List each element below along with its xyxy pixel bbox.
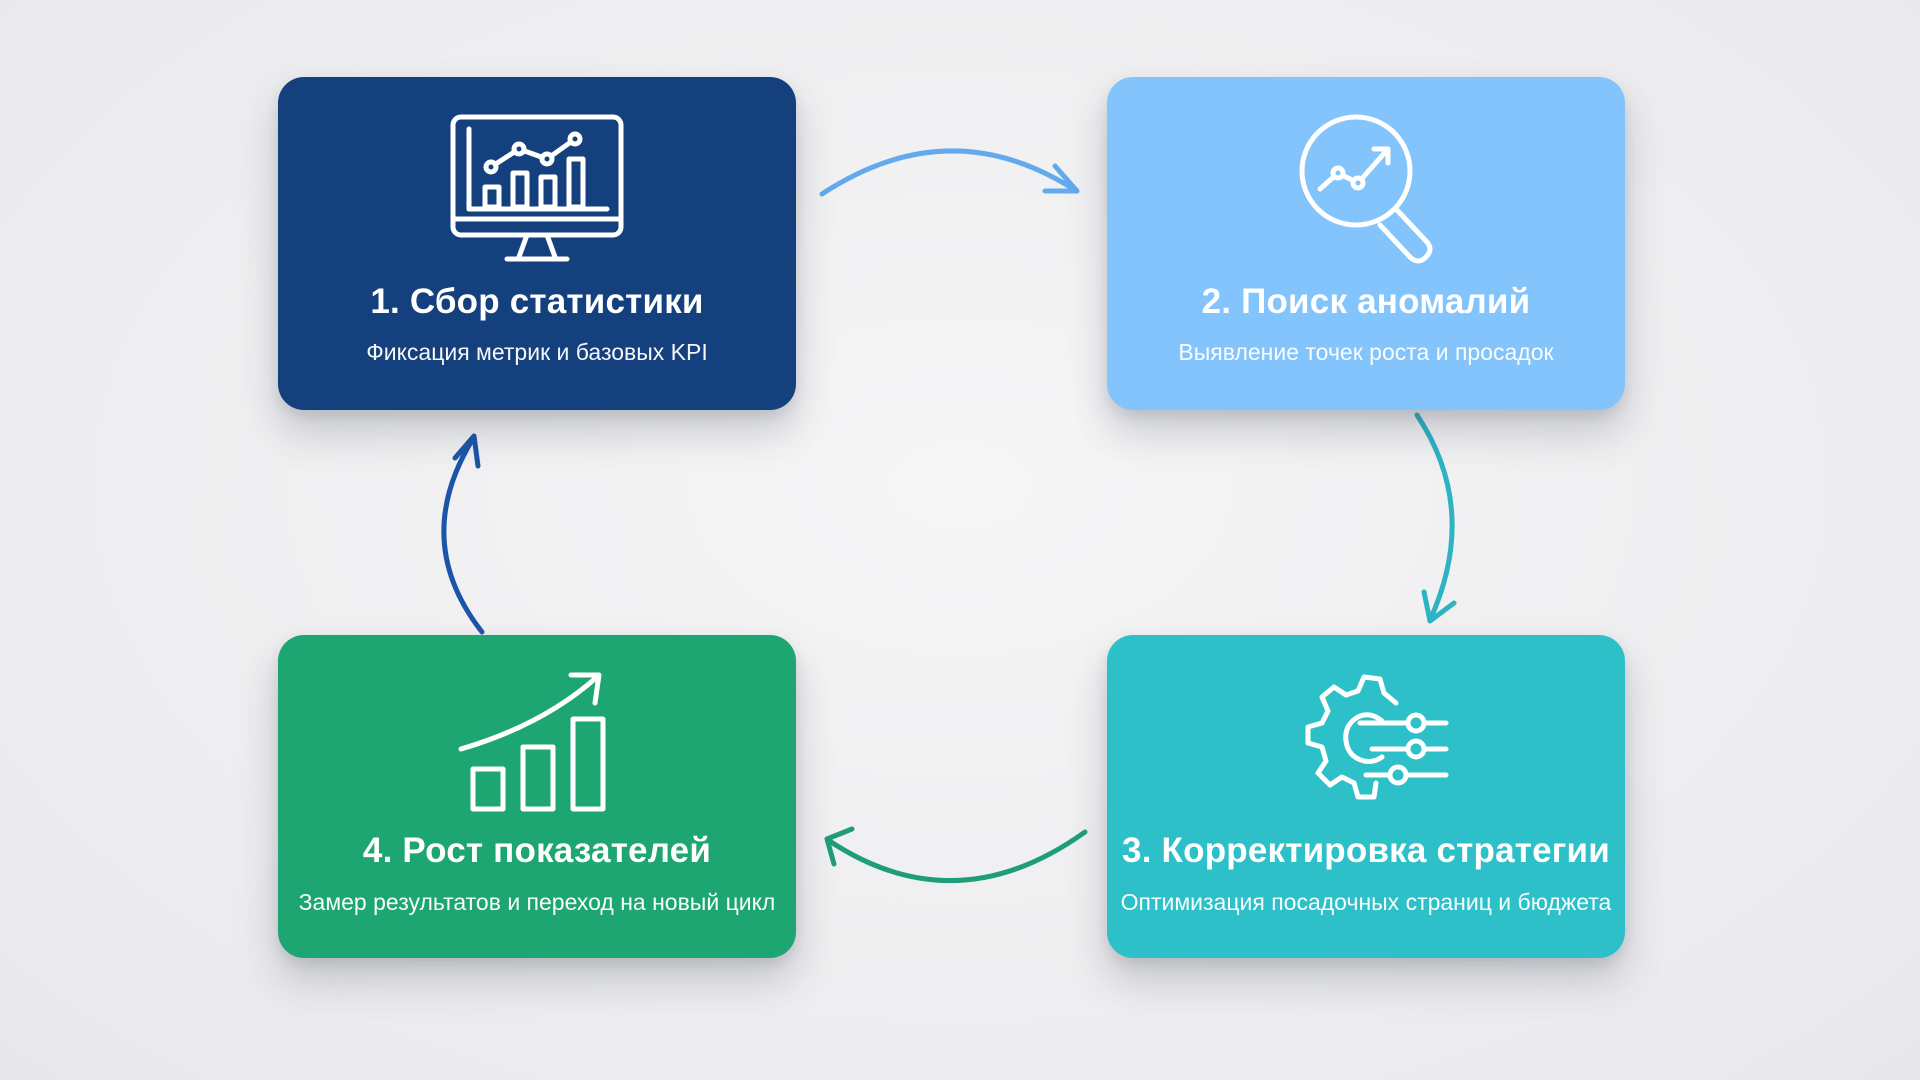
gear-sliders-icon	[1276, 665, 1456, 825]
step-description: Выявление точек роста и просадок	[1178, 339, 1554, 365]
monitor-chart-icon	[447, 111, 627, 271]
arrow-step4-to-step1	[441, 433, 485, 635]
arrow-step2-to-step3	[1414, 412, 1457, 624]
step-title: 3. Корректировка стратегии	[1122, 831, 1610, 870]
step-title: 2. Поиск аномалий	[1201, 282, 1531, 321]
step-description: Замер результатов и переход на новый цик…	[298, 889, 776, 915]
arrow-step1-to-step2	[819, 148, 1080, 197]
step-description: Фиксация метрик и базовых KPI	[366, 339, 708, 365]
growth-bars-icon	[447, 665, 627, 825]
step-card-2: 2. Поиск аномалий Выявление точек роста …	[1107, 77, 1625, 410]
magnifier-trend-icon	[1276, 111, 1456, 271]
step-title: 1. Сбор статистики	[370, 282, 704, 321]
step-card-4: 4. Рост показателей Замер результатов и …	[278, 635, 796, 958]
step-title: 4. Рост показателей	[362, 831, 712, 870]
step-card-1: 1. Сбор статистики Фиксация метрик и баз…	[278, 77, 796, 410]
step-description: Оптимизация посадочных страниц и бюджета	[1120, 889, 1612, 915]
step-card-3: 3. Корректировка стратегии Оптимизация п…	[1107, 635, 1625, 958]
arrow-step3-to-step4	[824, 826, 1088, 883]
